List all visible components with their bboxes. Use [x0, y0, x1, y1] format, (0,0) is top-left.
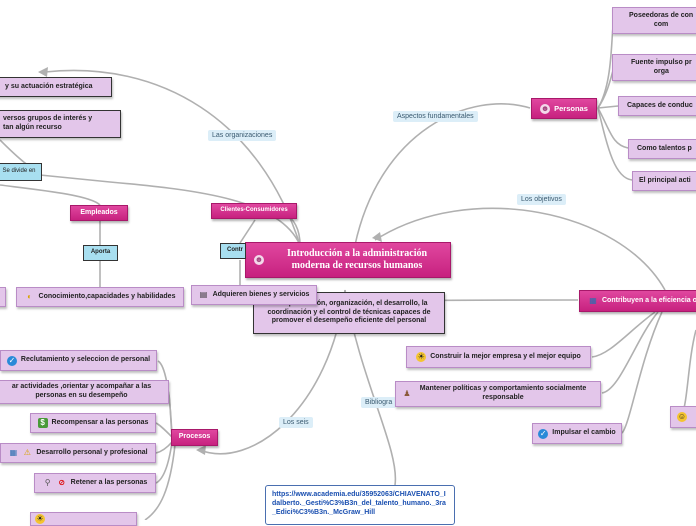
central-title: Introducción a la administración moderna…	[286, 247, 428, 272]
personas-item-3[interactable]: Capaces de conduc	[618, 96, 696, 116]
sun-icon: ☀	[35, 514, 45, 524]
clientes-node[interactable]: Clientes-Consumidores	[211, 203, 297, 219]
strategic-text: y su actuación estratégica	[5, 82, 93, 90]
connector-organizaciones: Las organizaciones	[208, 130, 277, 141]
procesos-item-2[interactable]: ar actividades ,orientar y acompañar a l…	[0, 380, 169, 404]
aporta-node[interactable]: Aporta	[83, 245, 118, 261]
cut-left-node[interactable]	[0, 287, 6, 307]
clientes-text-node[interactable]: ▤ Adquieren bienes y servicios	[191, 285, 317, 305]
objetivos-title: Contribuyen a la eficiencia o	[602, 296, 696, 304]
procesos-item-4[interactable]: ▦ ⚠ Desarrollo personal y profesional	[0, 443, 156, 463]
chart-icon: ▦	[589, 296, 597, 305]
smile-icon: ☺	[677, 412, 687, 422]
person-icon: ☻	[254, 255, 264, 265]
divide-node[interactable]: Se divide en	[0, 163, 42, 181]
connector-seis: Los seis	[279, 417, 313, 428]
warning-icon: ⚠	[23, 448, 31, 457]
search-icon: ⚲	[44, 478, 51, 487]
bibliography-link[interactable]: https://www.academia.edu/35952063/CHIAVE…	[265, 485, 455, 525]
divide-text: Se divide en	[2, 168, 36, 175]
objetivos-node[interactable]: ▦ Contribuyen a la eficiencia o	[579, 290, 696, 312]
personas-title: Personas	[554, 103, 588, 113]
procesos-item-6[interactable]: ☀	[30, 512, 137, 526]
objetivos-item-text: Impulsar el cambio	[552, 429, 616, 437]
personas-item-text: Fuente impulso pr orga	[631, 58, 692, 75]
procesos-item-text: Desarrollo personal y profesional	[36, 448, 148, 456]
personas-item-text: El principal acti	[639, 176, 691, 184]
objetivos-item-3[interactable]: ✓ Impulsar el cambio	[532, 423, 622, 444]
procesos-item-text: Recompensar a las personas	[51, 418, 149, 426]
connector-objetivos: Los objetivos	[517, 194, 566, 205]
contr-node[interactable]: Contr	[220, 243, 246, 259]
strategic-node[interactable]: y su actuación estratégica	[0, 77, 112, 97]
personas-item-5[interactable]: El principal acti	[632, 171, 696, 191]
personas-item-4[interactable]: Como talentos p	[628, 139, 696, 159]
personas-item-text: Como talentos p	[637, 144, 692, 152]
bus-icon: ▤	[199, 290, 208, 299]
procesos-item-text: Retener a las personas	[70, 478, 148, 486]
procesos-node[interactable]: Procesos	[171, 429, 218, 446]
objetivos-item-1[interactable]: ☀ Construir la mejor empresa y el mejor …	[406, 346, 591, 368]
personas-item-1[interactable]: Poseedoras de con com	[612, 7, 696, 34]
procesos-title: Procesos	[178, 433, 211, 441]
check-icon: ✓	[538, 428, 549, 439]
aporta-detail: Conocimiento,capacidades y habilidades	[38, 292, 176, 300]
objetivos-item-2[interactable]: ♟ Mantener políticas y comportamiento so…	[395, 381, 601, 407]
aporta-text-node[interactable]: ◐ Conocimiento,capacidades y habilidades	[16, 287, 184, 307]
people-icon: ♟	[403, 389, 411, 398]
procesos-item-3[interactable]: $ Recompensar a las personas	[30, 413, 156, 433]
personas-item-2[interactable]: Fuente impulso pr orga	[612, 54, 696, 81]
bibliography-link-text[interactable]: https://www.academia.edu/35952063/CHIAVE…	[272, 491, 446, 517]
personas-node[interactable]: ☻ Personas	[531, 98, 597, 119]
check-icon: ✓	[6, 355, 17, 366]
central-topic[interactable]: ☻ Introducción a la administración moder…	[245, 242, 451, 278]
personas-item-text: Poseedoras de con com	[629, 11, 694, 28]
connector-aspectos: Aspectos fundamentales	[393, 111, 478, 122]
procesos-item-5[interactable]: ⚲ ⊘ Retener a las personas	[34, 473, 156, 493]
interest-groups-text: versos grupos de interés y tan algún rec…	[3, 115, 93, 131]
procesos-item-text: Reclutamiento y seleccion de personal	[20, 356, 151, 364]
chart-icon: ▦	[9, 448, 18, 457]
interest-groups-node[interactable]: versos grupos de interés y tan algún rec…	[0, 110, 121, 138]
prohibited-icon: ⊘	[58, 478, 66, 487]
clientes-title: Clientes-Consumidores	[220, 207, 288, 214]
personas-item-text: Capaces de conduc	[627, 101, 693, 109]
person-icon: ☻	[540, 103, 551, 114]
central-description-text: Es la planeación, organización, el desar…	[267, 299, 431, 325]
smile-node[interactable]: ☺	[670, 406, 696, 428]
sun-icon: ☀	[416, 352, 427, 362]
empleados-title: Empleados	[80, 208, 118, 216]
objetivos-item-text: Construir la mejor empresa y el mejor eq…	[430, 352, 581, 360]
procesos-item-1[interactable]: ✓ Reclutamiento y seleccion de personal	[0, 350, 157, 371]
connector-bibliografia: Bibliogra	[361, 397, 397, 408]
contr-text: Contr	[227, 247, 243, 254]
clientes-detail: Adquieren bienes y servicios	[212, 290, 310, 298]
aporta-text: Aporta	[90, 249, 111, 256]
empleados-node[interactable]: Empleados	[70, 205, 128, 221]
objetivos-item-text: Mantener políticas y comportamiento soci…	[419, 385, 587, 401]
lightbulb-icon: ◐	[27, 292, 32, 301]
dollar-icon: $	[37, 418, 48, 428]
procesos-item-text: ar actividades ,orientar y acompañar a l…	[11, 383, 152, 399]
